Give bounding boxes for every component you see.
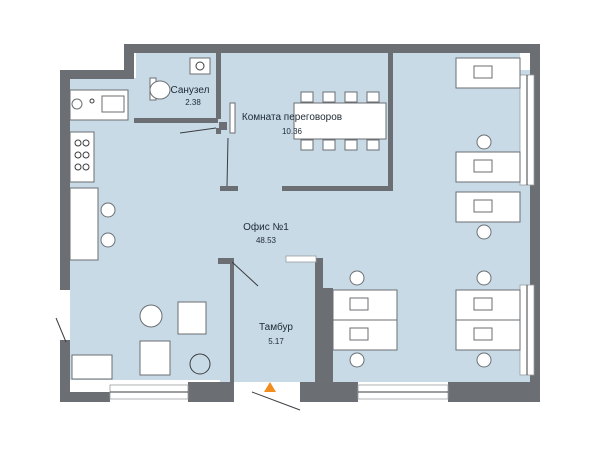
meeting-table (229, 91, 387, 151)
office-area: 48.53 (256, 236, 277, 245)
meeting-room-area: 10.36 (282, 127, 303, 136)
meeting-room-label: Комната переговоров (242, 112, 342, 123)
doors (55, 127, 301, 411)
vestibule-label: Тамбур (259, 321, 293, 333)
office-label: Офис №1 (243, 221, 289, 233)
workstations-right (455, 57, 521, 368)
kitchen-unit (69, 89, 129, 183)
workstations-center (332, 270, 398, 368)
walls (60, 44, 540, 402)
bathroom-area: 2.38 (185, 98, 201, 107)
bathroom-fixtures (149, 57, 211, 101)
windows (109, 74, 535, 400)
lounge-area (71, 301, 211, 380)
vestibule-area: 5.17 (268, 337, 284, 346)
triangle-up-icon (264, 382, 276, 392)
bathroom-label: Санузел (171, 85, 210, 96)
dining-set (69, 187, 116, 261)
